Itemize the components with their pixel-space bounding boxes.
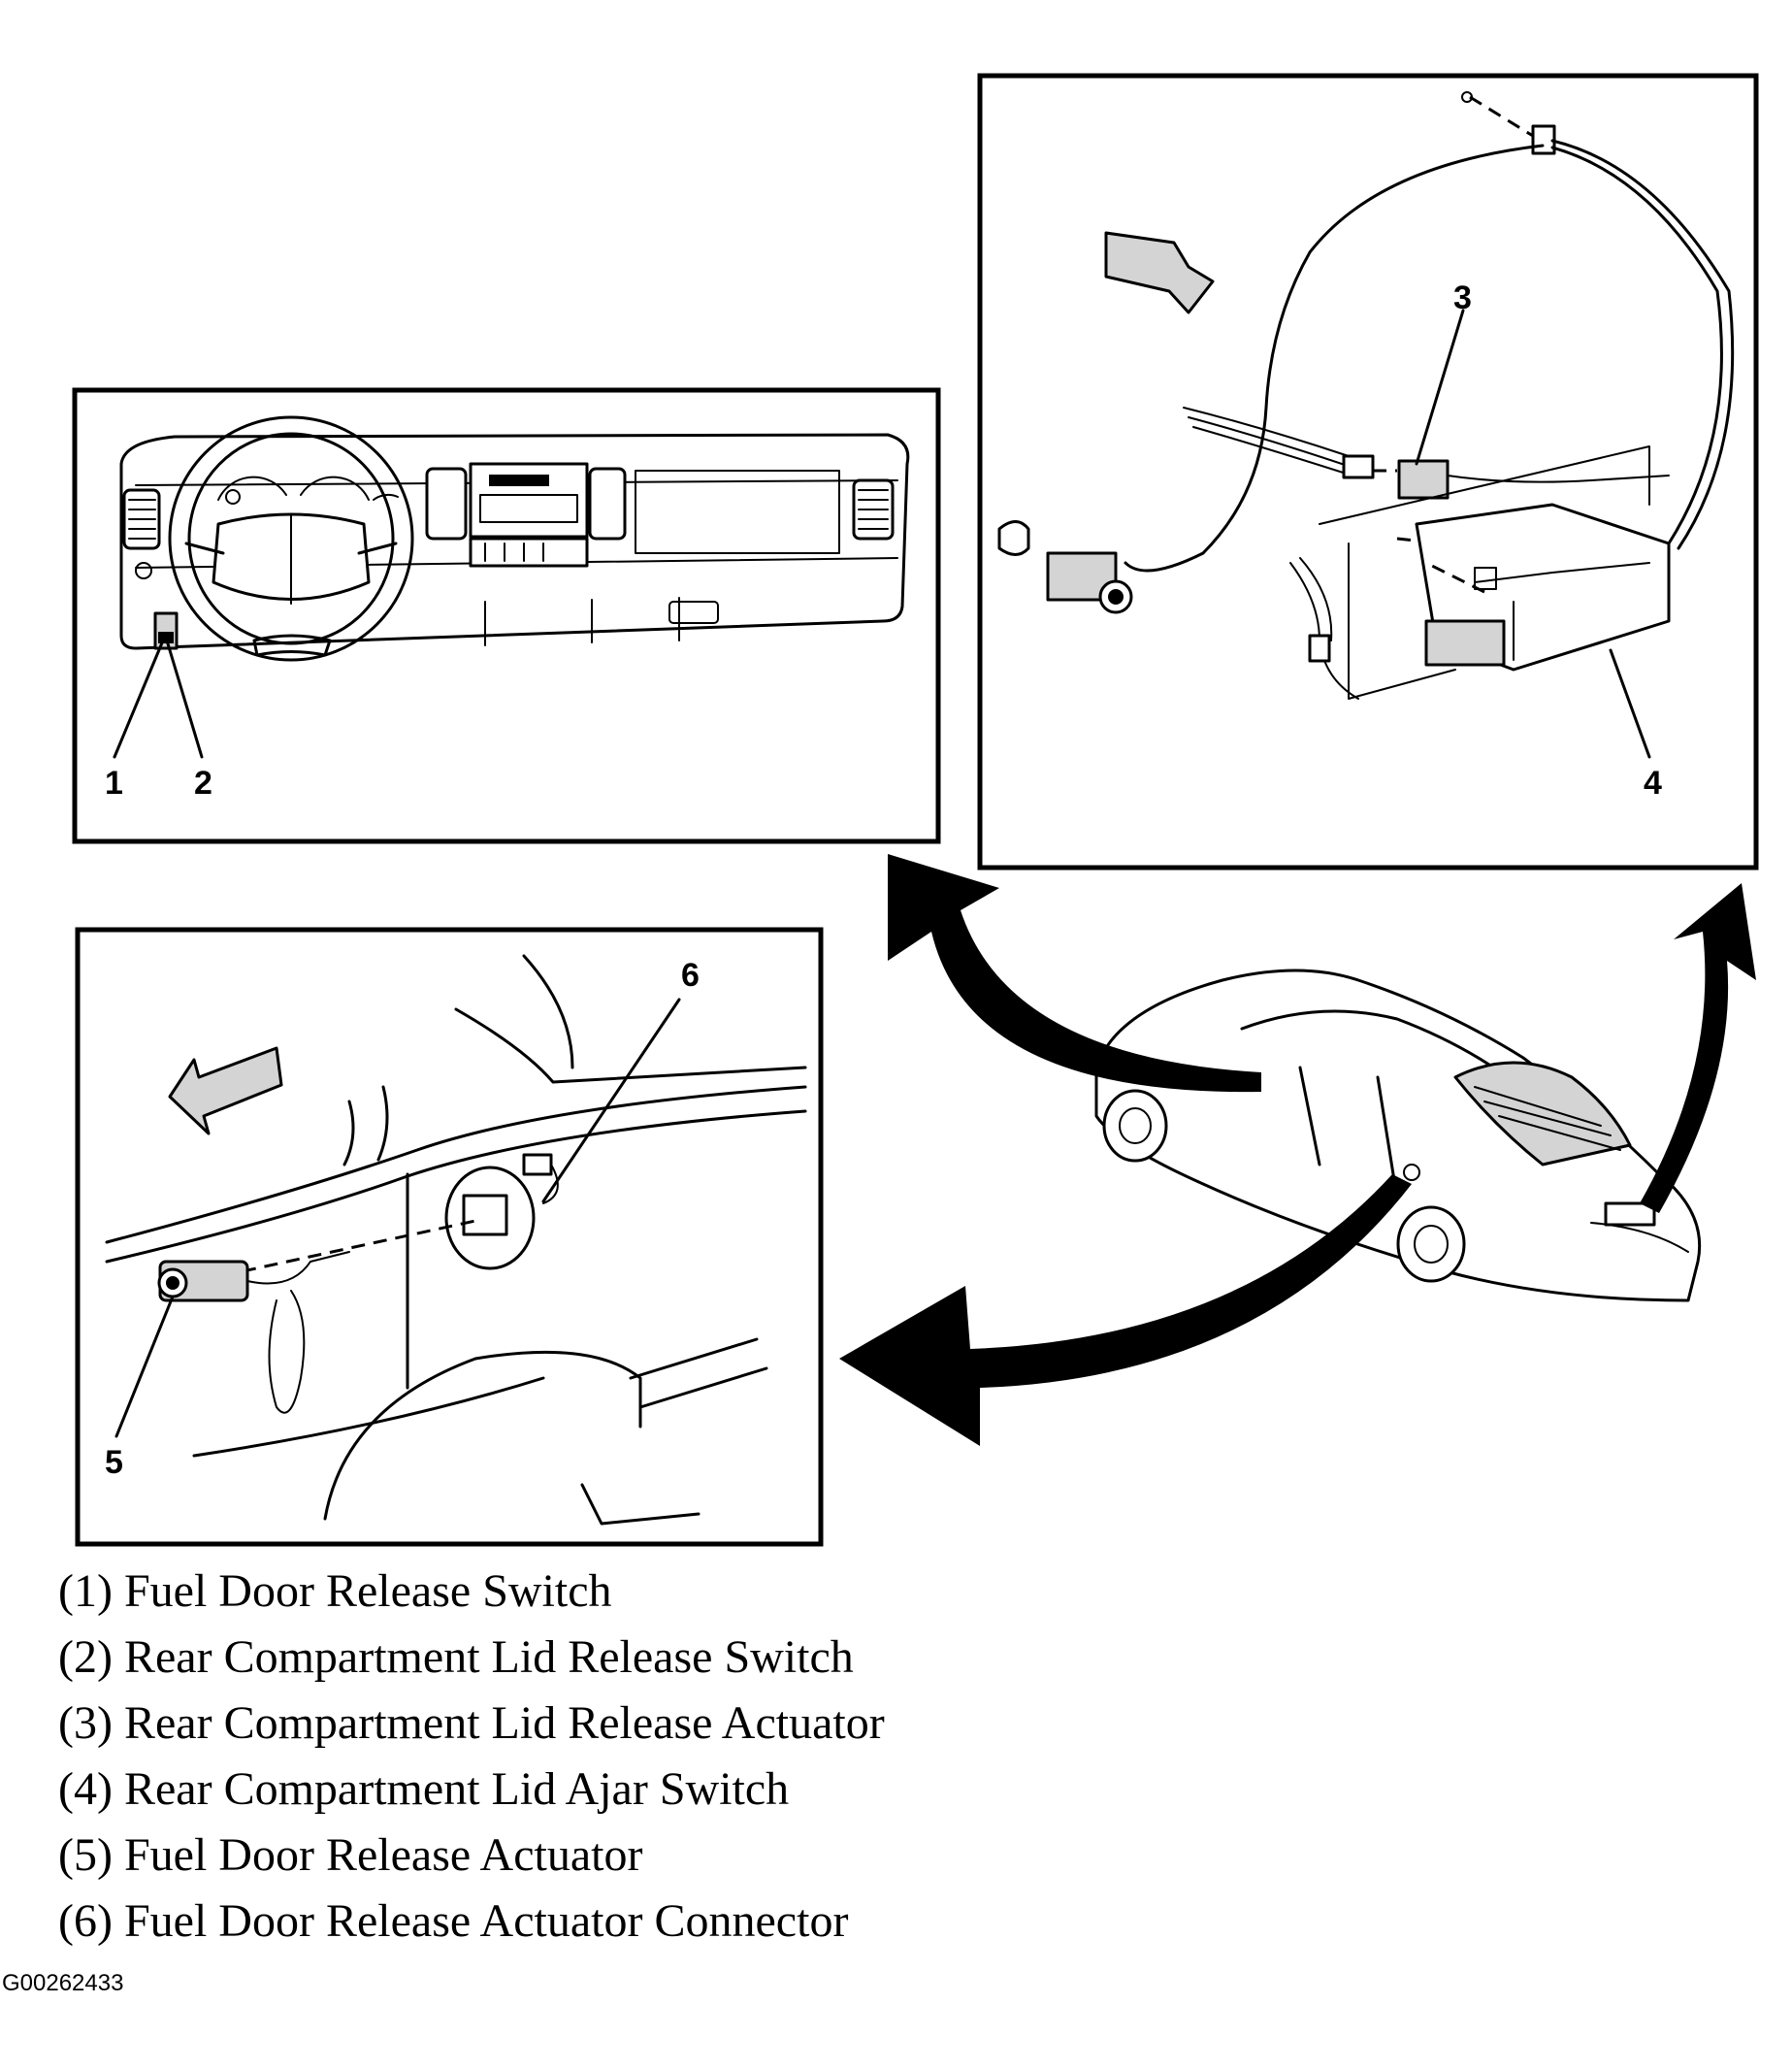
arrow-to-instrument-panel [888,854,1261,1093]
callout-3: 3 [1453,279,1472,316]
center-right-vent [588,467,627,541]
speedometer-gauge [217,476,287,501]
actuator-connector [522,1153,553,1176]
legend-item-3: (3) Rear Compartment Lid Release Actuato… [58,1697,885,1749]
tachometer-gauge [300,476,370,501]
release-cable [1201,144,1545,555]
legend-item-2: (2) Rear Compartment Lid Release Switch [58,1631,854,1683]
figure-id: G00262433 [2,1970,124,1996]
instrument-panel-view: 1 2 [72,387,941,844]
climate-control [469,537,589,568]
legend-item-6: (6) Fuel Door Release Actuator Connector [58,1895,849,1947]
leader-line-2 [165,639,204,759]
trunk-release-view: 3 4 [977,73,1759,871]
leader-line-1 [113,639,165,759]
front-wheel [1102,1089,1168,1163]
callout-4: 4 [1644,765,1662,802]
dashboard-outline [119,433,910,650]
legend-item-1: (1) Fuel Door Release Switch [58,1565,612,1617]
legend-item-5: (5) Fuel Door Release Actuator [58,1829,643,1881]
legend-item-4: (4) Rear Compartment Lid Ajar Switch [58,1763,790,1815]
callout-5: 5 [105,1444,123,1481]
license-plate [1604,1201,1656,1227]
glovebox-latch [668,601,719,624]
arrow-to-fuel-door [839,1174,1412,1446]
cable-end-connector [1046,551,1118,602]
rear-wheel [1396,1205,1466,1283]
leader-line-6 [541,998,681,1203]
steering-wheel [168,415,414,662]
fuel-door-housing [444,1166,536,1270]
fuel-door-marker [1403,1164,1420,1181]
center-left-vent [425,467,468,541]
grommet [997,520,1030,556]
body-side-panel [105,1085,807,1244]
callout-2: 2 [194,765,212,802]
component-legend: (1) Fuel Door Release Switch (2) Rear Co… [58,1559,885,1955]
pointer-arrows [839,854,1756,1446]
fuel-view-direction-arrow [168,1046,283,1135]
leader-line-4 [1609,648,1651,759]
seat-outline [323,1350,642,1521]
callout-1: 1 [105,765,123,802]
cable-clip [1531,124,1556,155]
view-direction-arrow [1104,231,1215,314]
trunk-release-actuator [1397,459,1450,500]
callout-6: 6 [681,957,700,994]
vehicle-overview [1094,969,1702,1302]
arrow-to-trunk [1640,883,1756,1213]
rear-window [1453,1061,1632,1166]
fuel-door-view: 5 6 [75,927,824,1547]
leader-line-5 [114,1295,175,1438]
lid-ajar-switch [1424,619,1506,667]
leader-line-3 [1415,309,1465,466]
